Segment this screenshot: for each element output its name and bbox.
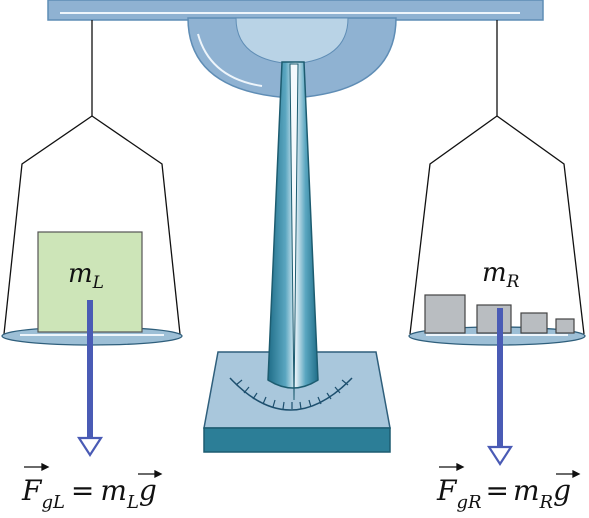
- vector-arrow-icon: [556, 469, 581, 479]
- svg-text:FgL=mLg: FgL=mLg: [21, 474, 157, 513]
- scale-arc: [229, 377, 353, 411]
- balance-beam: [47, 0, 544, 21]
- weight-small: [520, 312, 548, 334]
- right-force-equation: FgR=mRg: [436, 462, 581, 513]
- weight-smallest: [555, 318, 575, 334]
- svg-text:FgR=mRg: FgR=mRg: [436, 474, 571, 513]
- vector-arrow-icon: [138, 469, 163, 479]
- right-mass-label: mR: [482, 258, 520, 292]
- weight-large: [424, 294, 466, 334]
- right-force-arrow: [486, 308, 514, 467]
- pivot-housing: [187, 17, 397, 99]
- left-force-arrow: [76, 300, 104, 458]
- right-weights: [424, 294, 575, 334]
- balance-pointer: [267, 61, 319, 401]
- left-mass-label: mL: [68, 259, 104, 293]
- vector-arrow-icon: [24, 462, 50, 472]
- left-force-equation: FgL=mLg: [21, 462, 163, 513]
- balance-base: [203, 351, 391, 453]
- vector-arrow-icon: [439, 462, 465, 472]
- weight-medium: [476, 304, 512, 334]
